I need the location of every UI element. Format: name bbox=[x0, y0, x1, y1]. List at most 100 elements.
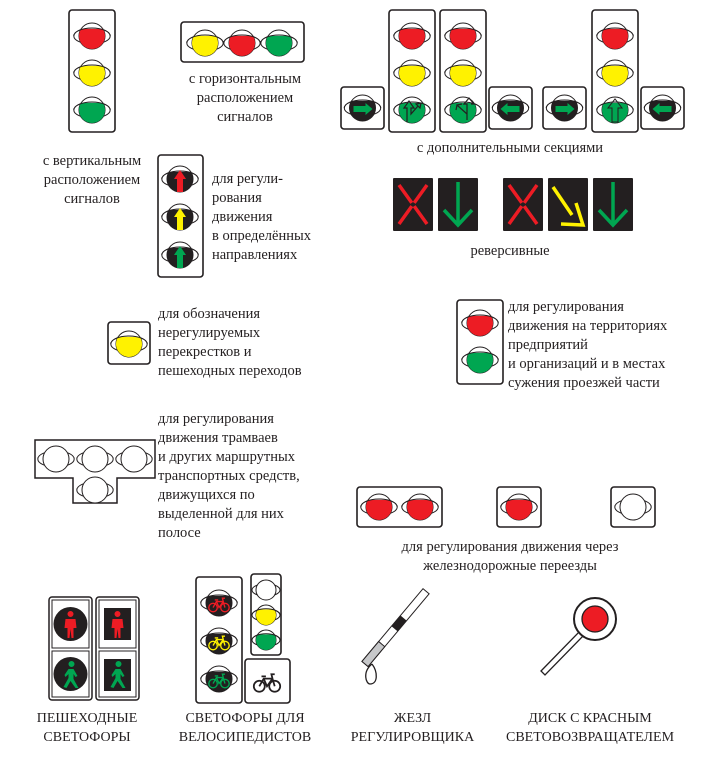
label-pedestrian: ПЕШЕХОДНЫЕ СВЕТОФОРЫ bbox=[36, 711, 138, 745]
lens-red bbox=[73, 22, 111, 50]
visor-line bbox=[500, 498, 538, 508]
lens-yellow bbox=[110, 330, 148, 358]
lens-yellow bbox=[444, 59, 482, 87]
label-enterprise: для регулирования движения на территория… bbox=[508, 299, 668, 391]
label-disc: ДИСК С КРАСНЫМ СВЕТОВОЗВРАЩАТЕЛЕМ bbox=[505, 711, 675, 745]
signal-disc bbox=[540, 597, 617, 676]
lens-fill bbox=[450, 65, 477, 86]
baton-loop bbox=[365, 663, 377, 685]
walking-person-icon bbox=[63, 661, 79, 688]
tram-lens bbox=[76, 476, 114, 504]
straight-left-arrow-icon bbox=[455, 97, 476, 120]
visor-line bbox=[596, 64, 634, 74]
lens-red bbox=[393, 22, 431, 50]
lens-red bbox=[461, 309, 499, 337]
bicycle-sign bbox=[244, 658, 291, 704]
lens-red bbox=[444, 22, 482, 50]
disc-handle bbox=[540, 630, 585, 676]
visor-line bbox=[545, 99, 584, 109]
visor-line bbox=[393, 27, 431, 37]
yellow-diagonal-arrow-icon bbox=[551, 186, 586, 227]
visor-line bbox=[73, 27, 111, 37]
lens-fill bbox=[78, 65, 105, 86]
lens-red bbox=[223, 29, 261, 57]
lens-yellow bbox=[186, 29, 224, 57]
lens-rim bbox=[81, 445, 109, 473]
lens-fill bbox=[399, 65, 425, 86]
lens-fill bbox=[602, 65, 628, 87]
visor-line bbox=[393, 64, 431, 74]
lens-fill bbox=[365, 499, 392, 520]
lens-fill bbox=[407, 499, 434, 520]
lens-rim bbox=[42, 445, 70, 473]
bicycle-icon-green bbox=[208, 673, 230, 689]
visor-line bbox=[360, 498, 398, 508]
lens-white bbox=[251, 579, 281, 601]
up-arrow-icon-yellow bbox=[174, 208, 186, 230]
lens-fill bbox=[506, 499, 532, 520]
label-directional: для регули- рования движения в определён… bbox=[212, 171, 311, 263]
green-down-arrow-icon bbox=[597, 182, 629, 228]
lens-fill bbox=[467, 352, 494, 374]
right-arrow-icon bbox=[500, 103, 520, 115]
visor-line bbox=[110, 335, 148, 345]
bicycle-icon-yellow bbox=[208, 635, 230, 651]
traffic-baton bbox=[361, 587, 430, 668]
standing-person-icon bbox=[64, 611, 77, 638]
lens-fill bbox=[256, 634, 276, 650]
visor-line bbox=[223, 34, 261, 44]
red-reflector bbox=[581, 605, 609, 633]
lens-white bbox=[614, 493, 652, 521]
visor-line bbox=[343, 99, 382, 109]
label-tram: для регулирования движения трамваев и др… bbox=[158, 411, 300, 541]
lens-red bbox=[500, 493, 538, 521]
lens-fill bbox=[78, 28, 105, 50]
lens-green-arrow bbox=[596, 96, 634, 124]
lens-red bbox=[360, 493, 398, 521]
lens-rim bbox=[619, 493, 647, 521]
lens-green bbox=[260, 29, 298, 57]
left-arrow-icon bbox=[555, 103, 575, 115]
up-arrow-icon bbox=[606, 98, 624, 123]
lens-green bbox=[251, 629, 281, 651]
visor-line bbox=[200, 670, 238, 680]
visor-line bbox=[444, 64, 482, 74]
label-railway: для регулирования движения через железно… bbox=[401, 539, 619, 574]
visor-line bbox=[596, 27, 634, 37]
label-baton: ЖЕЗЛ РЕГУЛИРОВЩИКА bbox=[350, 711, 475, 745]
visor-line bbox=[491, 99, 530, 109]
lens-rim bbox=[81, 476, 109, 504]
visor-line bbox=[200, 632, 238, 642]
lens-fill bbox=[398, 28, 425, 49]
baton-stripe bbox=[391, 615, 407, 632]
lens-fill bbox=[228, 35, 255, 56]
tram-lens bbox=[37, 445, 75, 473]
lens-fill bbox=[78, 102, 105, 123]
visor-line bbox=[200, 594, 238, 604]
red-x-icon bbox=[397, 183, 429, 226]
tram-lens bbox=[115, 445, 153, 473]
visor-line bbox=[393, 101, 431, 111]
tram-lens bbox=[76, 445, 114, 473]
label-reversible: реверсивные bbox=[470, 243, 550, 259]
visor-line bbox=[251, 608, 281, 616]
visor-line bbox=[461, 314, 499, 324]
lens-fill bbox=[116, 336, 143, 357]
green-down-arrow-icon bbox=[442, 182, 474, 228]
visor-line bbox=[73, 64, 111, 74]
lens-yellow bbox=[393, 59, 431, 87]
lens-red bbox=[401, 493, 439, 521]
lens-fill bbox=[467, 315, 494, 336]
red-x-icon bbox=[507, 183, 539, 226]
standing-person-icon bbox=[111, 611, 124, 638]
visor-line bbox=[186, 34, 224, 44]
up-arrow-icon-green bbox=[174, 246, 186, 268]
lens-yellow bbox=[73, 59, 111, 87]
lens-fill bbox=[602, 28, 628, 50]
lens-rim bbox=[120, 445, 148, 473]
lens-fill bbox=[266, 35, 292, 56]
visor-line bbox=[260, 34, 298, 44]
reversible-panel bbox=[548, 178, 588, 231]
lens-fill bbox=[192, 35, 219, 56]
